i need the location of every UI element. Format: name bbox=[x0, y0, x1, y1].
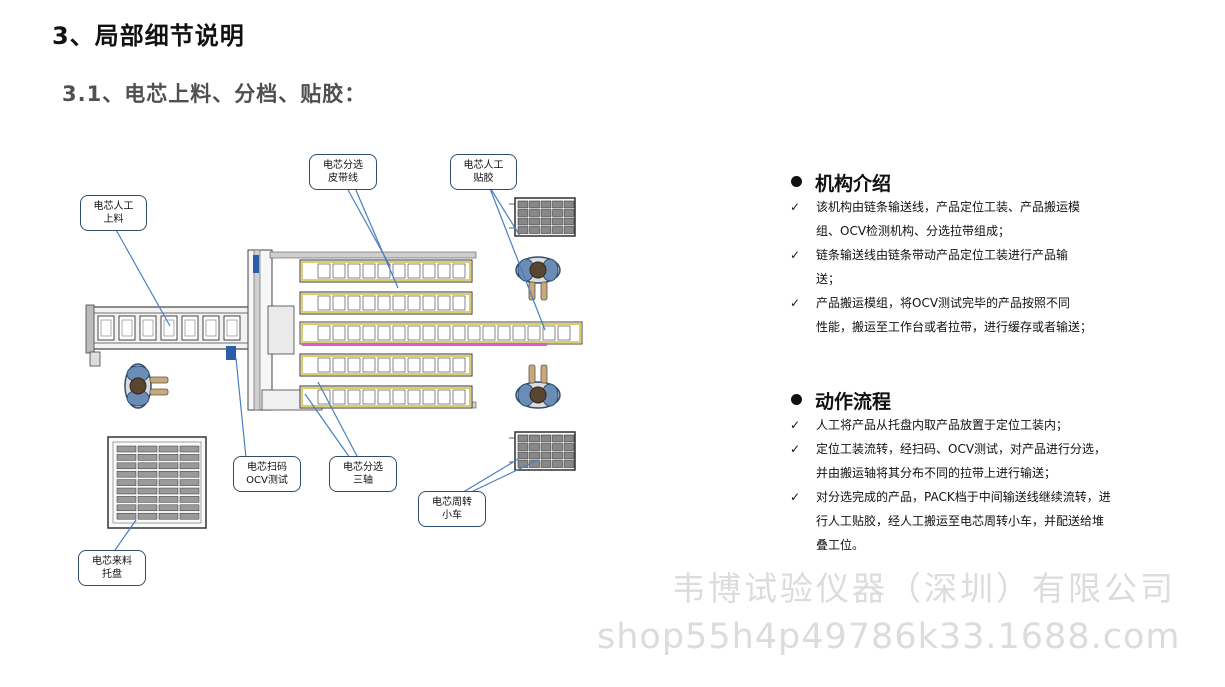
fixture bbox=[97, 315, 115, 341]
operator bbox=[515, 256, 561, 301]
watermark-company: 韦博试验仪器（深圳）有限公司 bbox=[672, 569, 1176, 608]
callout-transfer-cart: 电芯周转 小车 bbox=[418, 491, 486, 527]
operator bbox=[515, 364, 561, 409]
chain-conveyor bbox=[85, 304, 251, 367]
check-icon: ✓ bbox=[790, 296, 801, 310]
list-item-line: 对分选完成的产品，PACK档于中间输送线继续流转，进 bbox=[816, 490, 1111, 504]
sorting-belts bbox=[299, 259, 473, 409]
output-belt bbox=[299, 321, 583, 346]
check-icon: ✓ bbox=[790, 200, 801, 214]
mechanism-title: 机构介绍 bbox=[815, 173, 892, 195]
fixture bbox=[223, 315, 241, 341]
check-icon: ✓ bbox=[790, 248, 801, 262]
check-icon: ✓ bbox=[790, 418, 801, 432]
callout-belt-line: 电芯分选 皮带线 bbox=[309, 154, 377, 190]
sorting-belt bbox=[299, 353, 473, 377]
fixture bbox=[181, 315, 199, 341]
process-title: 动作流程 bbox=[815, 391, 892, 413]
bullet-process bbox=[791, 394, 802, 405]
tray-racks bbox=[509, 197, 576, 471]
operator bbox=[124, 363, 169, 409]
leader-lines bbox=[112, 185, 546, 554]
list-item-line: 组、OCV检测机构、分选拉带组成； bbox=[816, 224, 1011, 238]
check-icon: ✓ bbox=[790, 490, 801, 504]
fixture bbox=[118, 315, 136, 341]
fixture bbox=[160, 315, 178, 341]
incoming-tray bbox=[107, 436, 207, 529]
list-item-line: 产品搬运模组，将OCV测试完毕的产品按照不同 bbox=[816, 296, 1071, 310]
fixture bbox=[202, 315, 220, 341]
check-icon: ✓ bbox=[790, 442, 801, 456]
callout-manual-tape: 电芯人工 贴胶 bbox=[450, 154, 517, 190]
list-item-line: 链条输送线由链条带动产品定位工装进行产品输 bbox=[816, 248, 1069, 262]
tray-rack bbox=[509, 197, 576, 237]
fixture bbox=[139, 315, 157, 341]
tray-rack bbox=[509, 431, 576, 471]
list-item-line: 送； bbox=[816, 272, 841, 286]
sorting-belt bbox=[299, 385, 473, 409]
callout-incoming-tray: 电芯来料 托盘 bbox=[78, 550, 146, 586]
operator-figures bbox=[124, 256, 561, 409]
sorting-belt bbox=[299, 291, 473, 315]
list-item-line: 并由搬运轴将其分布不同的拉带上进行输送； bbox=[816, 466, 1057, 480]
list-item-line: 该机构由链条输送线，产品定位工装、产品搬运模 bbox=[816, 200, 1081, 214]
sorting-belt bbox=[299, 259, 473, 283]
callout-three-axis: 电芯分选 三轴 bbox=[329, 456, 397, 492]
section-subtitle: 3.1、电芯上料、分档、贴胶： bbox=[62, 82, 367, 106]
watermark-url: shop55h4p49786k33.1688.com bbox=[597, 617, 1181, 657]
list-item-line: 叠工位。 bbox=[816, 538, 865, 552]
callout-manual-load: 电芯人工 上料 bbox=[80, 195, 147, 231]
list-item-line: 行人工贴胶，经人工搬运至电芯周转小车，并配送给堆 bbox=[816, 514, 1105, 528]
bullet-mechanism bbox=[791, 176, 802, 187]
list-item-line: 性能，搬运至工作台或者拉带，进行缓存或者输送； bbox=[816, 320, 1093, 334]
page-title: 3、局部细节说明 bbox=[52, 22, 245, 50]
callout-scan-ocv: 电芯扫码 OCV测试 bbox=[233, 456, 301, 492]
list-item-line: 人工将产品从托盘内取产品放置于定位工装内； bbox=[816, 418, 1069, 432]
list-item-line: 定位工装流转，经扫码、OCV测试，对产品进行分选， bbox=[816, 442, 1107, 456]
